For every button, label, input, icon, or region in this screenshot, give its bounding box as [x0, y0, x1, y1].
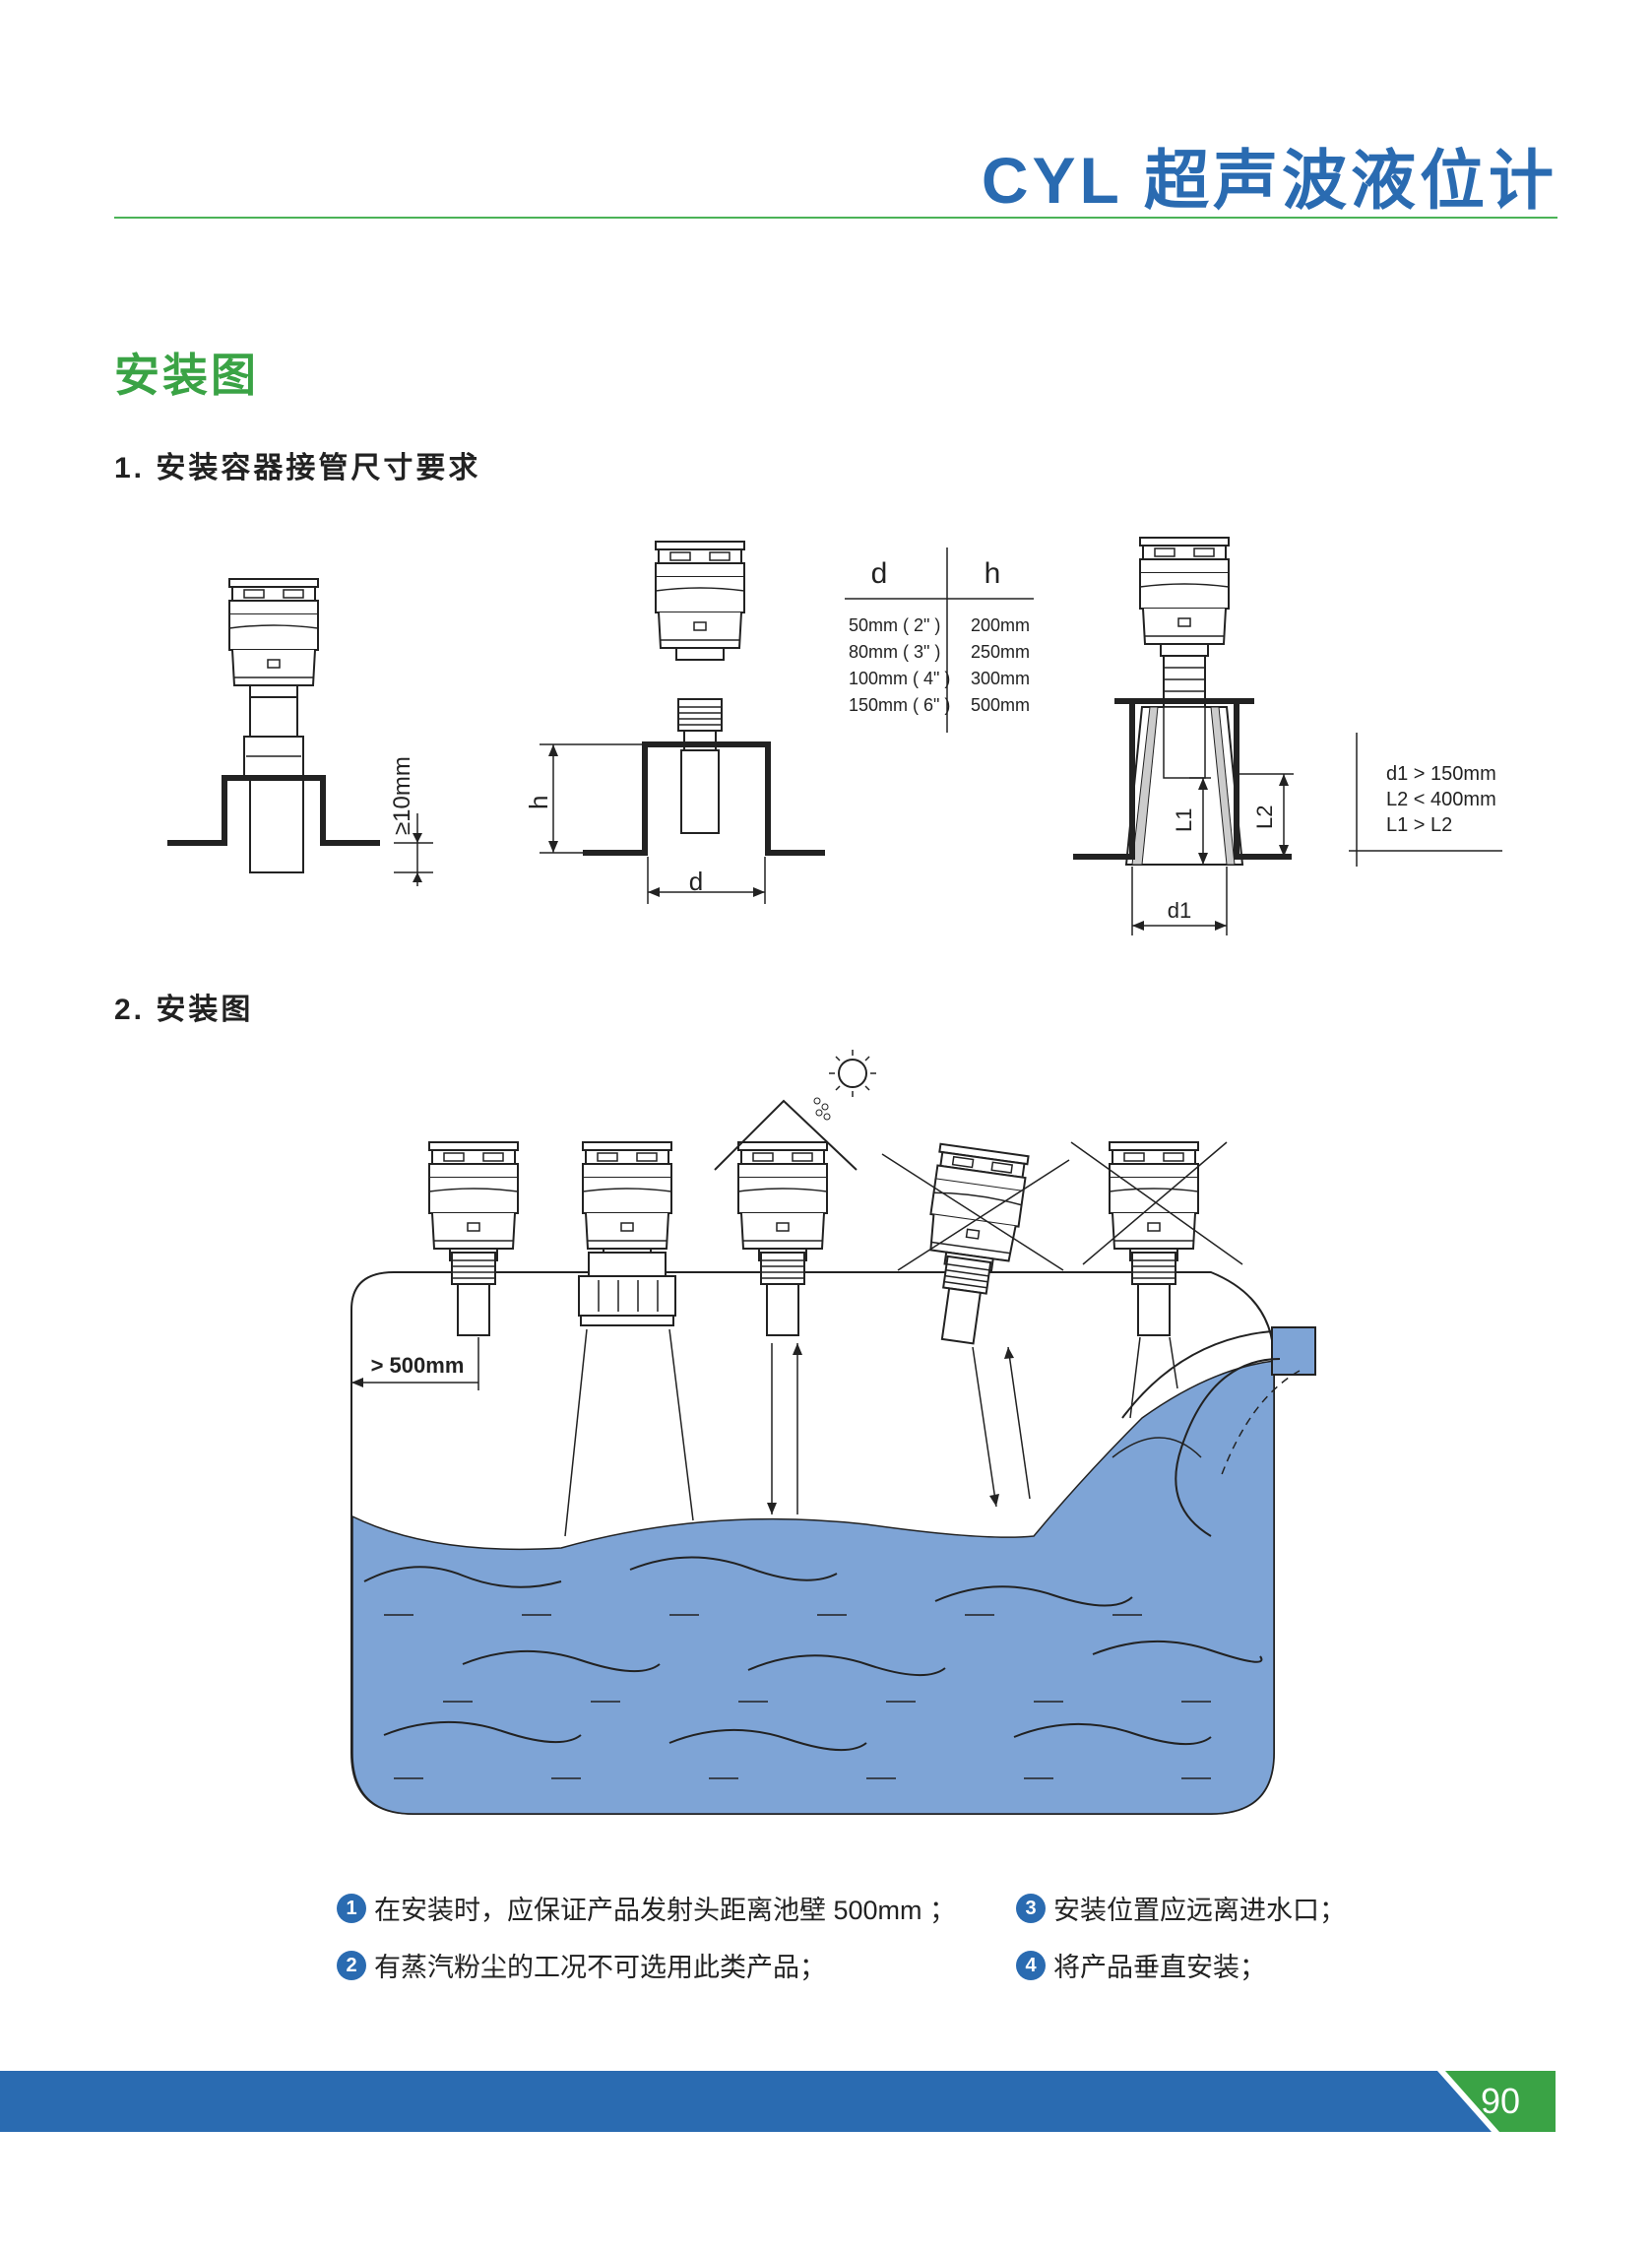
socket-diameter-d1-label: d1	[1168, 898, 1191, 923]
condition-text: L2 < 400mm	[1386, 789, 1496, 810]
footer-bar	[0, 2071, 1452, 2132]
table-header-h: h	[985, 557, 1001, 590]
note-2: 2 有蒸汽粉尘的工况不可选用此类产品；	[337, 1946, 826, 1984]
dimension-table: d h 50mm ( 2" ) 200mm 80mm ( 3" ) 250mm …	[845, 547, 1034, 733]
condition-text: d1 > 150mm	[1386, 763, 1496, 785]
note-4: 4 将产品垂直安装；	[1016, 1946, 1266, 1984]
socket-diameter-label: d	[689, 867, 703, 896]
note-number-badge: 4	[1016, 1950, 1046, 1980]
condition-text: L1 > L2	[1386, 814, 1452, 836]
water-dashes	[384, 1614, 1211, 1779]
table-cell-d: 150mm ( 6" )	[849, 695, 950, 715]
wall-distance-label: > 500mm	[371, 1353, 465, 1378]
min-height-label: ≥10mm	[389, 756, 415, 835]
note-text: 在安装时，应保证产品发射头距离池壁 500mm ；	[374, 1896, 957, 1925]
figure-horn-socket: L1 L2 d1 d1 > 150mm L2 < 400mm L1 > L2	[1073, 537, 1502, 935]
note-3: 3 安装位置应远离进水口；	[1016, 1889, 1346, 1927]
note-text: 安装位置应远离进水口；	[1053, 1896, 1346, 1925]
note-number-badge: 1	[337, 1893, 366, 1923]
table-header-d: d	[871, 557, 888, 590]
subsection-title-2: 2. 安装图	[114, 994, 254, 1026]
figure-min-socket: ≥10mm	[167, 578, 433, 886]
section-title: 安装图	[114, 350, 259, 401]
horn-length-label: L1	[1172, 808, 1196, 832]
note-1: 1 在安装时，应保证产品发射头距离池壁 500mm ；	[337, 1889, 956, 1927]
note-number-badge: 3	[1016, 1893, 1046, 1923]
subsection-title-1: 1. 安装容器接管尺寸要求	[114, 452, 481, 484]
table-cell-d: 100mm ( 4" )	[849, 669, 950, 688]
table-cell-h: 200mm	[971, 615, 1030, 635]
table-cell-h: 250mm	[971, 642, 1030, 662]
tank-figure: > 500mm	[350, 1050, 1316, 1815]
table-cell-h: 500mm	[971, 695, 1030, 715]
note-text: 有蒸汽粉尘的工况不可选用此类产品；	[374, 1953, 826, 1982]
table-cell-d: 80mm ( 3" )	[849, 642, 940, 662]
header-rule	[114, 217, 1557, 219]
note-number-badge: 2	[337, 1950, 366, 1980]
table-cell-d: 50mm ( 2" )	[849, 615, 940, 635]
water-body	[351, 1360, 1275, 1815]
note-text: 将产品垂直安装；	[1053, 1953, 1266, 1982]
figure-socket-table: h d	[524, 541, 825, 904]
socket-height-label: h	[524, 796, 553, 809]
header-title: CYL 超声波液位计	[981, 144, 1557, 217]
socket-length-label: L2	[1252, 805, 1277, 829]
footer-page-tab	[1398, 2071, 1556, 2132]
page-number: 90	[1480, 2081, 1521, 2121]
table-cell-h: 300mm	[971, 669, 1030, 688]
